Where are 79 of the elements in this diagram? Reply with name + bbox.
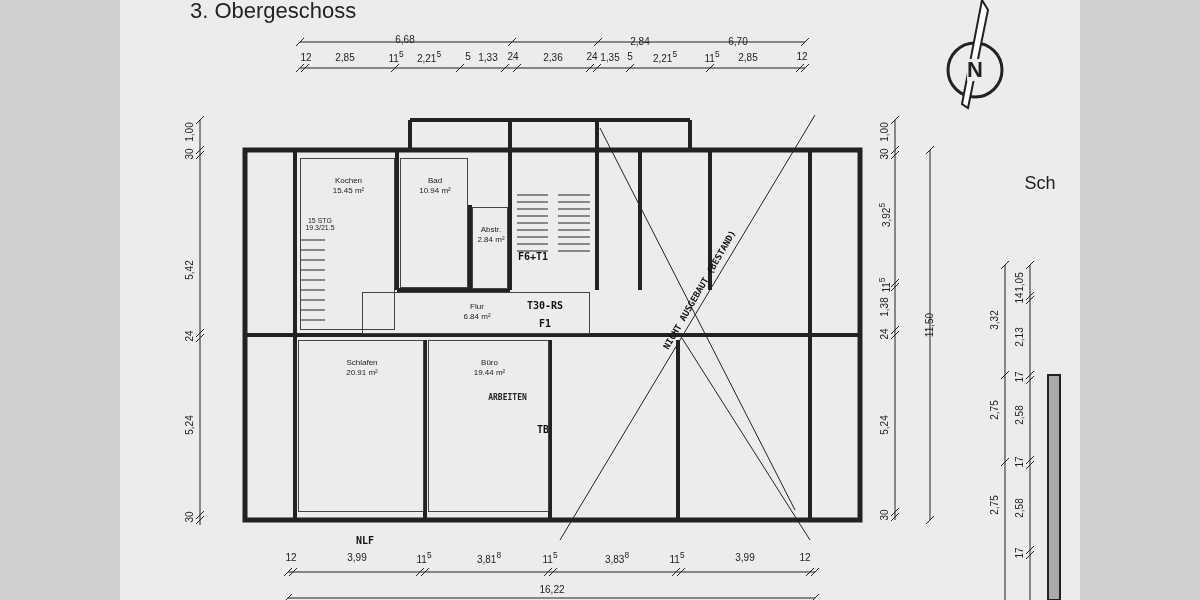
dimension-text: 1,38: [880, 297, 890, 317]
dimension-text: 6,68: [395, 35, 415, 45]
room-area: 19.44 m²: [473, 369, 506, 377]
section-heading: Sch: [1024, 174, 1056, 192]
dimension-text: 30: [880, 148, 890, 160]
dimension-text: 1,00: [880, 122, 890, 142]
dimension-text: 30: [880, 509, 890, 521]
dimension-text: 5,24: [185, 415, 195, 435]
room-name: Flur: [470, 303, 484, 311]
plan-title: 3. Obergeschoss: [190, 0, 357, 24]
dimension-text: 2,36: [543, 53, 563, 63]
dimension-text: 5: [627, 52, 633, 62]
dimension-text: 11$^{5}$: [669, 551, 685, 565]
dimension-text: 5,24: [880, 415, 890, 435]
dimension-text: 11$^{5}$: [388, 50, 404, 64]
dimension-text: 24: [586, 52, 598, 62]
handwritten-note: F1: [539, 319, 551, 329]
dimension-text: 1,05: [1015, 272, 1025, 292]
dimension-text: 2,85: [738, 53, 758, 63]
dimension-text: 30: [185, 148, 195, 160]
dimension-text: 5,42: [185, 260, 195, 280]
dimension-text: 12: [799, 553, 811, 563]
dimension-text: 30: [185, 511, 195, 523]
handwritten-note: TB: [537, 425, 549, 435]
room-area: 20.91 m²: [346, 369, 378, 377]
room-outline: [428, 340, 549, 512]
dimension-text: 3,81$^{8}$: [476, 551, 502, 565]
room-area: 10.94 m²: [419, 187, 451, 195]
room-name: Kochen: [334, 177, 363, 185]
dimension-text: 2,58: [1015, 405, 1025, 425]
room-area: 6.84 m²: [463, 313, 491, 321]
dimension-text: 12: [796, 52, 808, 62]
dimension-text: 3,99: [735, 553, 755, 563]
dimension-text: 11,50: [925, 312, 935, 338]
compass-letter: N: [967, 59, 983, 81]
dimension-text: 24: [507, 52, 519, 62]
handwritten-note: F6+T1: [517, 252, 549, 262]
dimension-text: 17: [1015, 371, 1025, 383]
dimension-text: 12: [285, 553, 297, 563]
dimension-text: 3,32: [990, 310, 1000, 330]
dimension-text: 12: [300, 53, 312, 63]
room-outline: [300, 158, 395, 330]
dimension-text: 1,35: [600, 53, 620, 63]
dimension-text: 14: [1015, 292, 1025, 304]
dimension-text: 3,83$^{8}$: [604, 551, 630, 565]
dimension-text: 2,75: [990, 495, 1000, 515]
handwritten-note: NLF: [355, 536, 375, 546]
dimension-text: 6,70: [728, 37, 748, 47]
dimension-text: 17: [1015, 456, 1025, 468]
room-outline: [362, 292, 590, 334]
dimension-text: 1,00: [185, 122, 195, 142]
room-name: Schlafen: [346, 359, 378, 367]
dimension-text: 2,21$^{5}$: [652, 50, 678, 64]
dimension-text: 2,84: [630, 37, 650, 47]
room-name: Abstr.: [480, 226, 502, 234]
room-name: Büro: [481, 359, 498, 367]
dimension-text: 11$^{5}$: [416, 551, 432, 565]
dimension-text: 5: [465, 52, 471, 62]
dimension-text: 2,13: [1015, 327, 1025, 347]
room-outline: [298, 340, 424, 512]
dimension-text: 2,21$^{5}$: [416, 50, 442, 64]
dimension-text: 11$^{5}$: [542, 551, 558, 565]
room-outline: [472, 207, 508, 289]
room-area: 2.84 m²: [477, 236, 505, 244]
dimension-text: 17: [1015, 547, 1025, 559]
room-outline: [400, 158, 468, 288]
room-area: 15.45 m²: [332, 187, 365, 195]
dimension-text: 1,33: [478, 53, 498, 63]
handwritten-note: T30-RS: [526, 301, 564, 311]
dimension-text: 24: [880, 328, 890, 340]
dimension-text: 16,22: [539, 585, 565, 595]
dimension-text: 11$^{5}$: [704, 50, 720, 64]
dimension-text: 2,75: [990, 400, 1000, 420]
dimension-text: 2,58: [1015, 498, 1025, 518]
dimension-text: 2,85: [335, 53, 355, 63]
handwritten-note: ARBEITEN: [488, 394, 527, 402]
dimension-text: 3,99: [347, 553, 367, 563]
room-name: Bad: [427, 177, 443, 185]
dimension-text: 24: [185, 330, 195, 342]
